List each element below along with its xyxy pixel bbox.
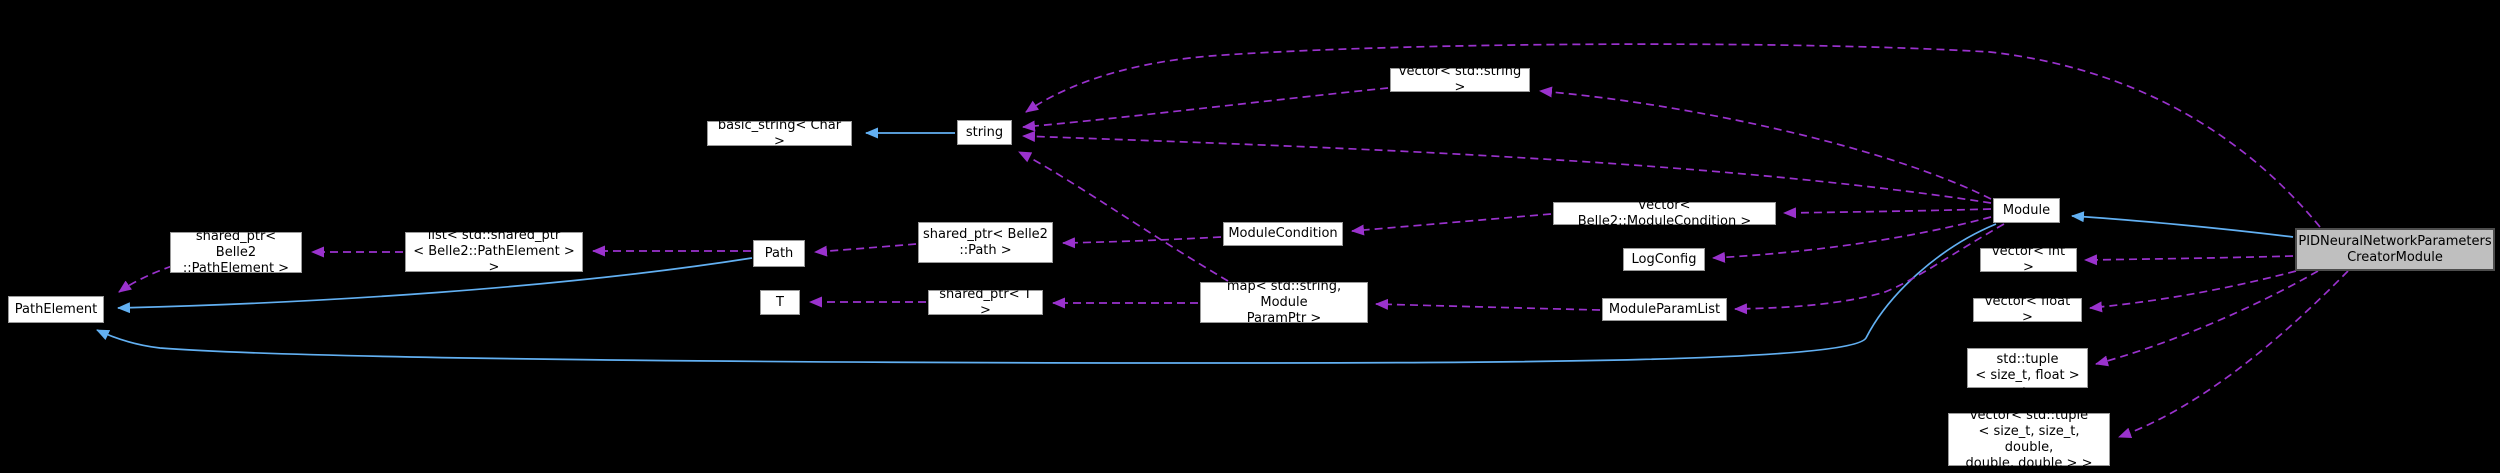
edge-main-to-vectorint bbox=[2084, 254, 2294, 266]
edge-module-to-string bbox=[1022, 130, 1992, 204]
edge-vectorstring-to-string bbox=[1022, 87, 1389, 132]
edge-vectormodulecondition-to-modulecondition bbox=[1351, 213, 1552, 236]
edge-main-to-vectortuplefloat bbox=[2095, 270, 2319, 367]
node-path[interactable]: Path bbox=[753, 240, 805, 267]
node-basic-string-char[interactable]: basic_string< Char > bbox=[707, 118, 852, 149]
edge-module-to-vectormodulecondition bbox=[1783, 207, 1992, 219]
node-vector-modulecondition[interactable]: vector< Belle2::ModuleCondition > bbox=[1553, 198, 1776, 229]
edge-sptrpath-to-path bbox=[814, 243, 917, 257]
node-vector-tuple-size-t-size-t-double[interactable]: vector< std::tuple < size_t, size_t, dou… bbox=[1948, 408, 2110, 471]
edge-map-to-string bbox=[1018, 151, 1229, 282]
edge-sptrpathelement-to-pathelement bbox=[118, 265, 173, 293]
node-string[interactable]: string bbox=[957, 120, 1012, 145]
edge-module-to-moduleparamlist bbox=[1734, 223, 2005, 315]
node-pidneuralnetworkparameterscreatormodule[interactable]: PIDNeuralNetworkParameters CreatorModule bbox=[2295, 228, 2495, 271]
edge-module-to-vectorstring bbox=[1539, 86, 1992, 200]
node-moduleparamlist[interactable]: ModuleParamList bbox=[1602, 298, 1727, 321]
edge-path-to-pathelement bbox=[117, 257, 753, 314]
edge-moduleparamlist-to-map bbox=[1375, 298, 1601, 311]
edge-main-to-string bbox=[1025, 43, 2321, 228]
node-list-shared-ptr-pathelement[interactable]: list< std::shared_ptr < Belle2::PathElem… bbox=[405, 228, 583, 275]
edge-main-to-vectortupledouble bbox=[2118, 270, 2349, 439]
node-t[interactable]: T bbox=[760, 290, 800, 315]
node-vector-int[interactable]: vector< int > bbox=[1980, 244, 2077, 275]
node-map-string-moduleparamptr[interactable]: map< std::string, Module ParamPtr > bbox=[1200, 279, 1368, 326]
edge-main-to-vectorfloat bbox=[2089, 270, 2297, 313]
node-vector-float[interactable]: vector< float > bbox=[1973, 294, 2082, 325]
node-shared-ptr-t[interactable]: shared_ptr< T > bbox=[928, 287, 1043, 318]
node-pathelement[interactable]: PathElement bbox=[8, 296, 104, 323]
edge-main-to-module bbox=[2071, 211, 2294, 238]
node-vector-string[interactable]: vector< std::string > bbox=[1390, 64, 1530, 95]
node-module[interactable]: Module bbox=[1993, 198, 2060, 223]
node-logconfig[interactable]: LogConfig bbox=[1623, 248, 1705, 271]
edge-modulecondition-to-sptrpath bbox=[1062, 236, 1222, 249]
node-vector-tuple-size-t-float[interactable]: vector< std::tuple < size_t, float > > bbox=[1967, 336, 2088, 399]
edge-module-to-pathelement bbox=[96, 223, 1997, 364]
node-shared-ptr-path[interactable]: shared_ptr< Belle2 ::Path > bbox=[918, 222, 1053, 263]
node-modulecondition[interactable]: ModuleCondition bbox=[1223, 222, 1343, 246]
node-shared-ptr-pathelement[interactable]: shared_ptr< Belle2 ::PathElement > bbox=[170, 229, 302, 276]
